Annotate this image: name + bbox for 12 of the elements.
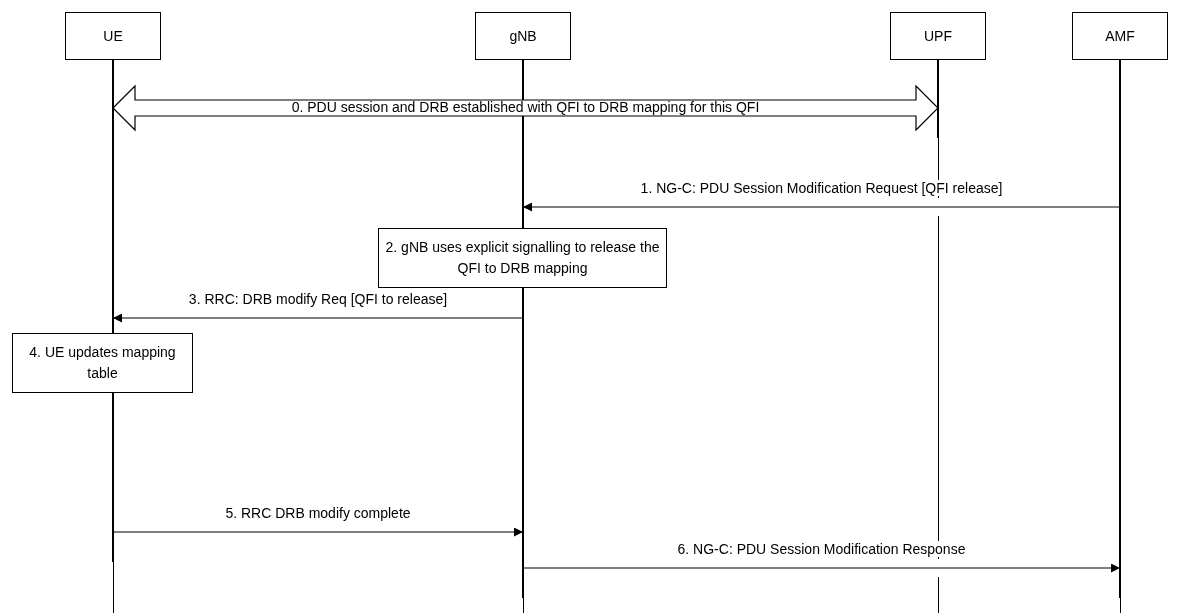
process-box: 2. gNB uses explicit signalling to release the QFI to DRB mapping [378,228,667,288]
message-arrow [522,563,1121,573]
message-arrow [112,527,524,537]
double-block-arrow [112,84,939,132]
message-arrow [112,313,524,323]
message-arrow [522,202,1121,212]
process-box: 4. UE updates mapping table [12,333,193,393]
participant-box: AMF [1072,12,1168,60]
participant-box: UPF [890,12,986,60]
participant-box: gNB [475,12,571,60]
edge-label: 0. PDU session and DRB established with QFI to DRB mapping for this QFI [290,99,761,115]
participant-box: UE [65,12,161,60]
